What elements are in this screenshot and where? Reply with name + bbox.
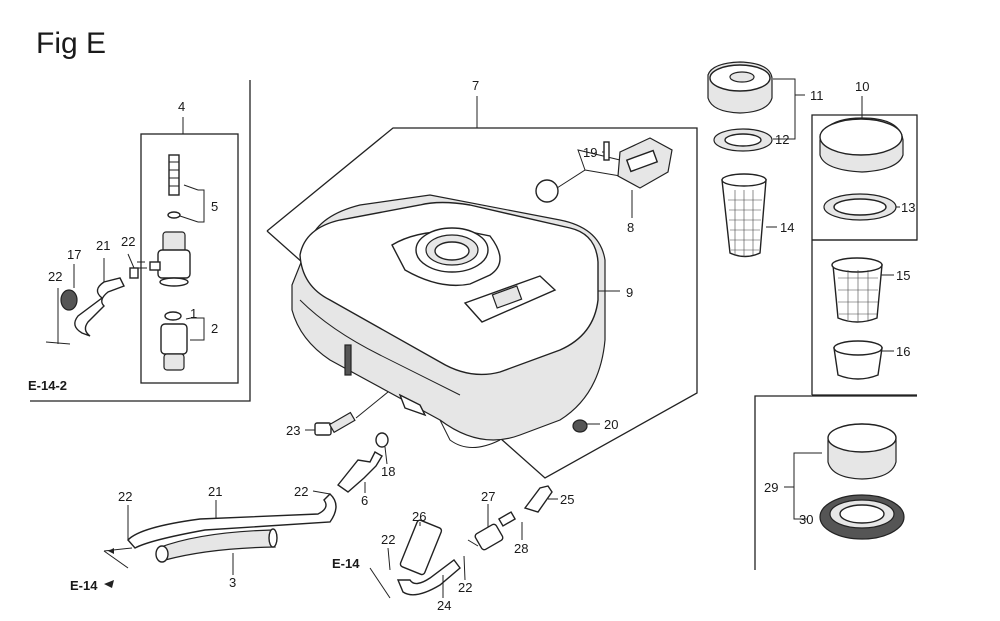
lower-hoses bbox=[127, 432, 553, 596]
fuel-cap-strainer-group bbox=[707, 61, 773, 258]
label-3: 3 bbox=[229, 575, 236, 590]
label-22c: 22 bbox=[294, 484, 308, 499]
label-26: 26 bbox=[412, 509, 426, 524]
cap-29-30 bbox=[819, 423, 905, 540]
label-15: 15 bbox=[896, 268, 910, 283]
label-28: 28 bbox=[514, 541, 528, 556]
label-8: 8 bbox=[627, 220, 634, 235]
label-18: 18 bbox=[381, 464, 395, 479]
label-22b: 22 bbox=[48, 269, 62, 284]
ref-e-14-center: E-14 bbox=[332, 556, 360, 571]
label-22e: 22 bbox=[381, 532, 395, 547]
label-2: 2 bbox=[211, 321, 218, 336]
label-16: 16 bbox=[896, 344, 910, 359]
drain-bolts bbox=[314, 391, 588, 436]
label-9: 9 bbox=[626, 285, 633, 300]
fuel-gauge-assembly bbox=[535, 137, 673, 203]
left-fuel-hose-group bbox=[57, 267, 139, 344]
label-25: 25 bbox=[560, 492, 574, 507]
label-10: 10 bbox=[855, 79, 869, 94]
figure-title: Fig E bbox=[36, 27, 106, 60]
cap-box-10 bbox=[819, 117, 904, 221]
label-13: 13 bbox=[901, 200, 915, 215]
fuel-valve-assembly bbox=[137, 154, 191, 371]
ref-e-14-left: E-14 bbox=[70, 578, 98, 593]
label-17: 17 bbox=[67, 247, 81, 262]
fuel-tank bbox=[291, 194, 606, 448]
label-5: 5 bbox=[211, 199, 218, 214]
label-11: 11 bbox=[810, 88, 824, 103]
label-23: 23 bbox=[286, 423, 300, 438]
label-21b: 21 bbox=[208, 484, 222, 499]
label-22d: 22 bbox=[118, 489, 132, 504]
label-29: 29 bbox=[764, 480, 778, 495]
label-12: 12 bbox=[775, 132, 789, 147]
label-30: 30 bbox=[799, 512, 813, 527]
label-22f: 22 bbox=[458, 580, 472, 595]
label-6: 6 bbox=[361, 493, 368, 508]
part-labels: 4 5 1 2 17 21 22 22 7 9 8 19 11 12 14 10… bbox=[48, 78, 915, 613]
label-1: 1 bbox=[190, 306, 197, 321]
label-7: 7 bbox=[472, 78, 479, 93]
label-14: 14 bbox=[780, 220, 794, 235]
reference-labels: E-14-2 E-14 E-14 bbox=[28, 378, 360, 593]
label-22a: 22 bbox=[121, 234, 135, 249]
label-21a: 21 bbox=[96, 238, 110, 253]
ref-e-14-2: E-14-2 bbox=[28, 378, 67, 393]
label-4: 4 bbox=[178, 99, 185, 114]
leader-lines bbox=[45, 78, 900, 599]
label-24: 24 bbox=[437, 598, 451, 613]
label-20: 20 bbox=[604, 417, 618, 432]
label-27: 27 bbox=[481, 489, 495, 504]
strainer-15-16 bbox=[831, 257, 883, 380]
label-19: 19 bbox=[583, 145, 597, 160]
